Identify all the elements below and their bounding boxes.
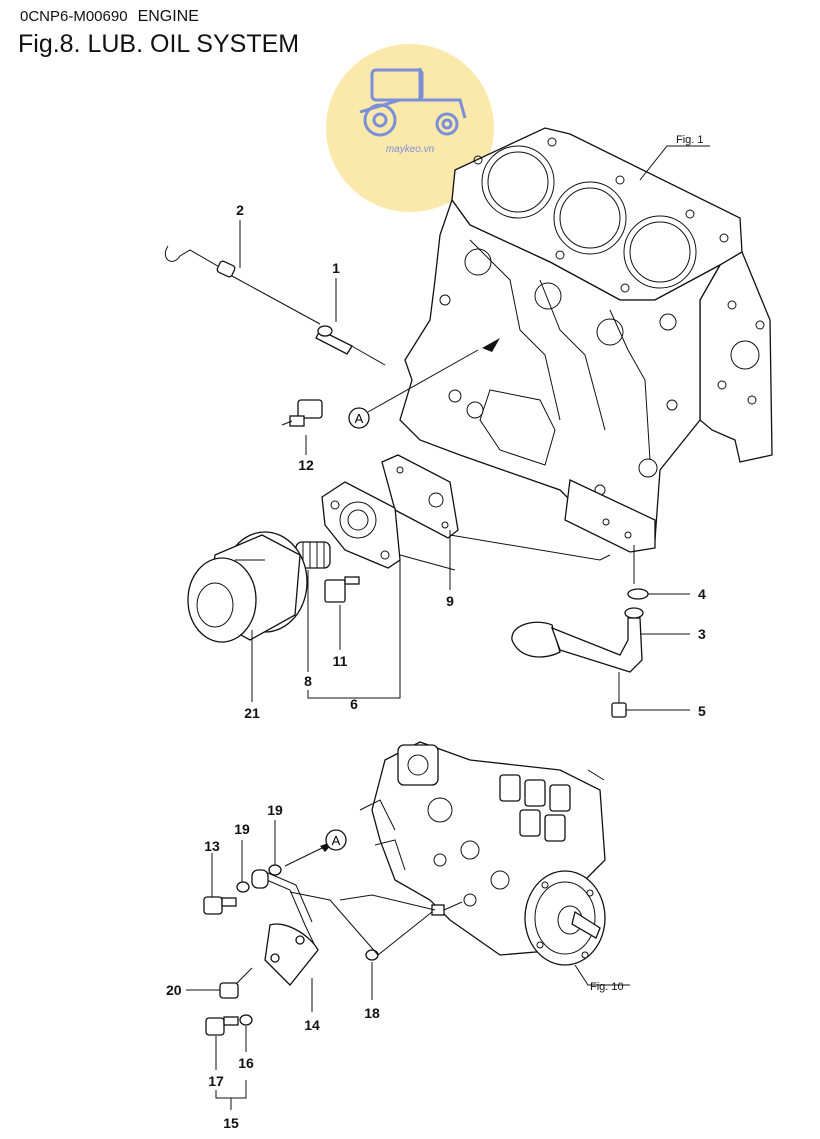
washer-16 [239,1014,253,1026]
label-part-2: 2 [236,202,244,218]
oring-4 [627,588,649,600]
callout-a-lower: A [325,829,347,851]
label-part-14: 14 [304,1017,320,1033]
figure-title: Fig.8. LUB. OIL SYSTEM [18,30,300,58]
arrow-a-upper [482,338,500,352]
bolt-11 [324,576,360,603]
banjo-bolt-pump [431,901,463,916]
label-part-18: 18 [364,1005,380,1021]
label-part-8: 8 [304,673,312,689]
dipstick-2 [164,245,321,325]
tractor-icon [359,68,467,137]
label-part-20: 20 [166,982,182,998]
svg-text:A: A [332,833,341,848]
label-part-4: 4 [698,586,706,602]
label-part-19-lower: 19 [234,821,250,837]
ref-fig-10: Fig. 10 [590,981,624,993]
label-part-11: 11 [333,653,348,669]
callout-a-upper: A [348,407,370,429]
washer-19-lower [236,881,250,893]
oil-suction-pipe-3 [511,607,644,673]
washer-19-upper [268,864,282,876]
engine-block [399,127,773,553]
dipstick-guide-1 [315,325,353,355]
eye-bolt-banjo [251,869,269,889]
label-part-9: 9 [446,593,454,609]
bolt-13 [203,896,237,915]
bolt-17 [205,1016,239,1036]
bolt-5 [611,690,627,718]
ref-fig-1: Fig. 1 [676,134,704,146]
watermark-text: maykeo.vn [386,144,435,155]
washer-18 [365,949,379,961]
label-part-19-upper: 19 [267,802,283,818]
label-part-3: 3 [698,626,706,642]
svg-text:A: A [355,411,364,426]
label-part-6: 6 [350,696,358,712]
label-part-13: 13 [204,838,220,854]
label-part-17: 17 [208,1073,224,1089]
oil-pressure-switch-12 [281,399,323,427]
injection-pump [359,741,606,966]
label-part-15: 15 [223,1115,239,1131]
label-part-21: 21 [244,705,260,721]
watermark-logo: maykeo.vn [326,44,494,212]
label-part-1: 1 [332,260,340,276]
filter-bracket [321,481,401,569]
label-part-12: 12 [298,457,314,473]
section-name: ENGINE [137,8,199,25]
label-part-5: 5 [698,703,706,719]
label-part-16: 16 [238,1055,254,1071]
oil-filter-21 [187,531,308,643]
nut-20 [219,982,239,999]
